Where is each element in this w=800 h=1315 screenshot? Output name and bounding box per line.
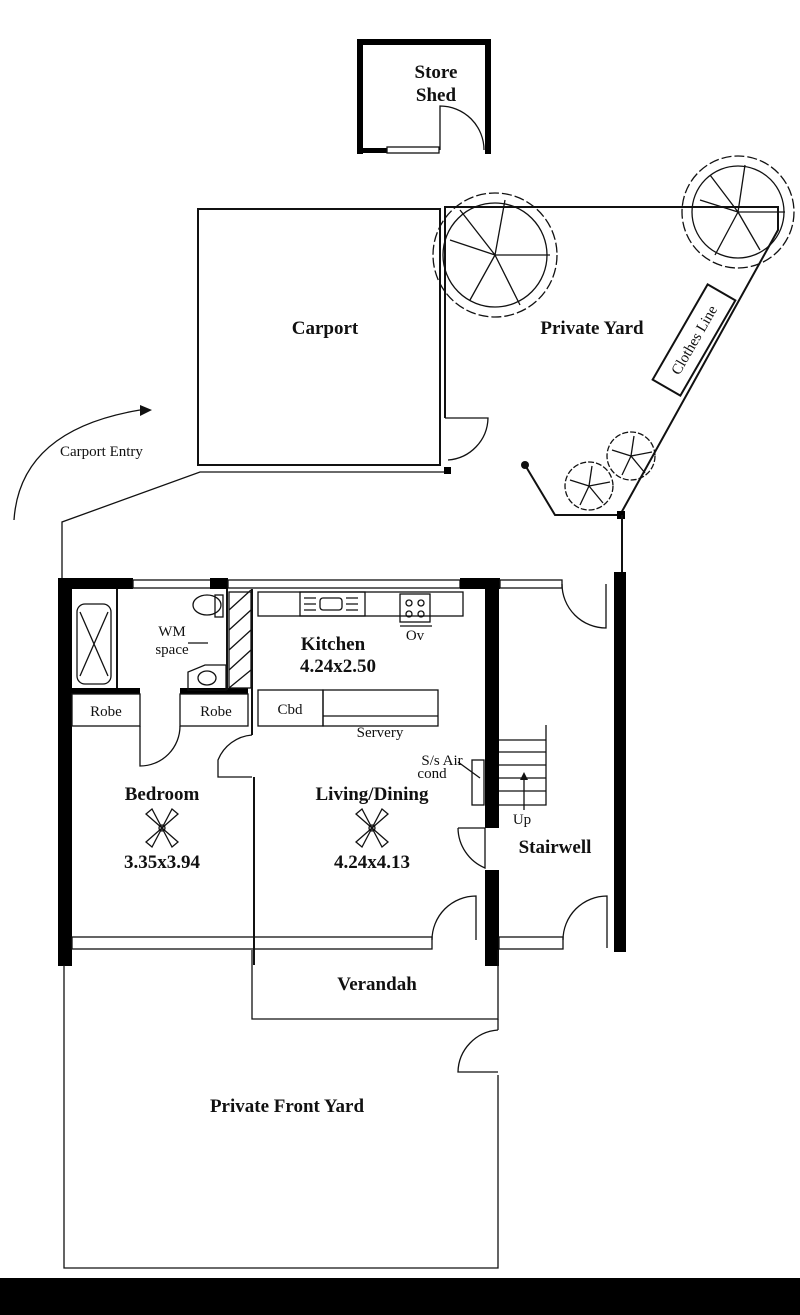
house-walls: Robe Robe WM space Ov Kitchen 4.24x2.50 … <box>58 572 626 966</box>
tree-icon <box>606 431 656 481</box>
cooktop-icon <box>399 593 431 623</box>
private-front-yard: Private Front Yard <box>63 965 499 1269</box>
store-shed: Store Shed <box>357 39 491 154</box>
robe-1-label: Robe <box>90 704 122 720</box>
private-yard-label: Private Yard <box>540 318 644 339</box>
clothes-line: Clothes Line <box>651 283 737 397</box>
bottom-bar <box>0 1278 800 1315</box>
servery-label: Servery <box>357 725 404 741</box>
air-cond-label: S/s Air <box>421 753 462 769</box>
private-yard: Private Yard Clothes Line <box>432 155 795 575</box>
air-cond-label-2: cond <box>417 766 447 782</box>
ceiling-fan-icon <box>144 807 180 849</box>
kitchen-label: Kitchen <box>301 634 366 655</box>
wm-space-label-2: space <box>155 642 189 658</box>
verandah: Verandah <box>251 950 499 1020</box>
cupboard-label: Cbd <box>277 702 303 718</box>
stairwell-label: Stairwell <box>519 837 592 858</box>
front-yard-label: Private Front Yard <box>210 1096 365 1117</box>
tree-icon <box>564 461 614 511</box>
bedroom-label: Bedroom <box>125 784 200 805</box>
living-label: Living/Dining <box>316 784 429 805</box>
tree-icon <box>432 192 558 318</box>
bedroom-size: 3.35x3.94 <box>124 852 201 873</box>
verandah-label: Verandah <box>337 974 417 995</box>
stairs-up-label: Up <box>513 812 531 828</box>
ceiling-fan-icon <box>354 807 390 849</box>
living-size: 4.24x4.13 <box>334 852 410 873</box>
tree-icon <box>681 155 795 269</box>
carport-entry-arrow: Carport Entry <box>13 405 152 521</box>
kitchen-size: 4.24x2.50 <box>300 656 376 677</box>
wm-space-label: WM <box>158 624 186 640</box>
carport: Carport <box>61 208 451 580</box>
store-shed-label-2: Shed <box>416 85 457 106</box>
robe-2-label: Robe <box>200 704 232 720</box>
oven-label: Ov <box>406 628 425 644</box>
carport-entry-label: Carport Entry <box>60 444 143 460</box>
carport-label: Carport <box>292 318 359 339</box>
stairs: Up <box>499 725 547 828</box>
store-shed-label: Store <box>415 62 458 83</box>
